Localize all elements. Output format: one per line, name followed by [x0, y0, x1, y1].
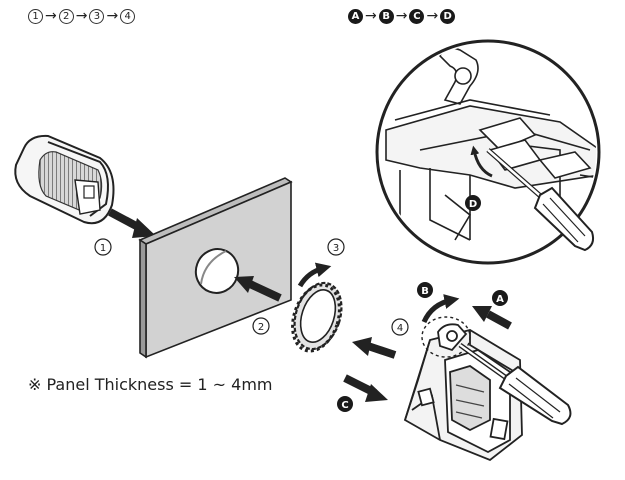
callout-3-label: 3 — [333, 243, 339, 254]
seq-step-1: 1 — [28, 9, 43, 24]
mounting-panel — [138, 177, 293, 359]
lock-nut-ring — [291, 281, 343, 353]
seq-arrow-icon: → — [395, 8, 408, 24]
seq-step-b: B — [378, 9, 394, 24]
seq-step-d: D — [440, 9, 456, 24]
contact-block-body — [403, 323, 523, 462]
callout-a-badge — [492, 290, 508, 306]
callout-c-badge — [337, 396, 353, 412]
callout-1-label: 1 — [100, 243, 106, 254]
callout-a-label: A — [496, 294, 504, 305]
seq-arrow-icon: → — [426, 8, 439, 24]
seq-arrow-icon: → — [106, 8, 119, 24]
callout-c-label: C — [341, 400, 348, 411]
lens-bezel-part — [14, 134, 115, 225]
callout-b-label: B — [421, 286, 429, 297]
seq-arrow-icon: → — [365, 8, 377, 24]
callout-1-badge — [94, 238, 112, 256]
seq-arrow-icon: → — [45, 8, 57, 24]
seq-step-c: C — [409, 9, 425, 24]
latch-highlight — [421, 316, 471, 358]
callout-4-label: 4 — [397, 323, 403, 334]
seq-step-a: A — [348, 9, 363, 24]
panel-thickness-note: ※ Panel Thickness = 1 ~ 4mm — [28, 375, 273, 394]
callout-d-badge — [465, 195, 481, 211]
letter-sequence-header: A→B→C→D — [348, 6, 456, 24]
callout-2-label: 2 — [258, 322, 264, 333]
callout-4-badge — [391, 318, 409, 336]
callout-3-badge — [327, 238, 345, 256]
seq-step-3: 3 — [89, 9, 105, 24]
callout-d-label: D — [469, 199, 477, 210]
seq-arrow-icon: → — [75, 8, 88, 24]
detail-magnifier: D — [375, 39, 601, 265]
seq-step-2: 2 — [58, 9, 74, 24]
callout-2-badge — [252, 317, 270, 335]
callout-b-badge — [417, 282, 433, 298]
numeric-sequence-header: 1→2→3→4 — [28, 6, 136, 24]
seq-step-4: 4 — [120, 9, 136, 24]
screwdriver-icon — [486, 148, 595, 252]
screwdriver-icon — [458, 342, 572, 426]
